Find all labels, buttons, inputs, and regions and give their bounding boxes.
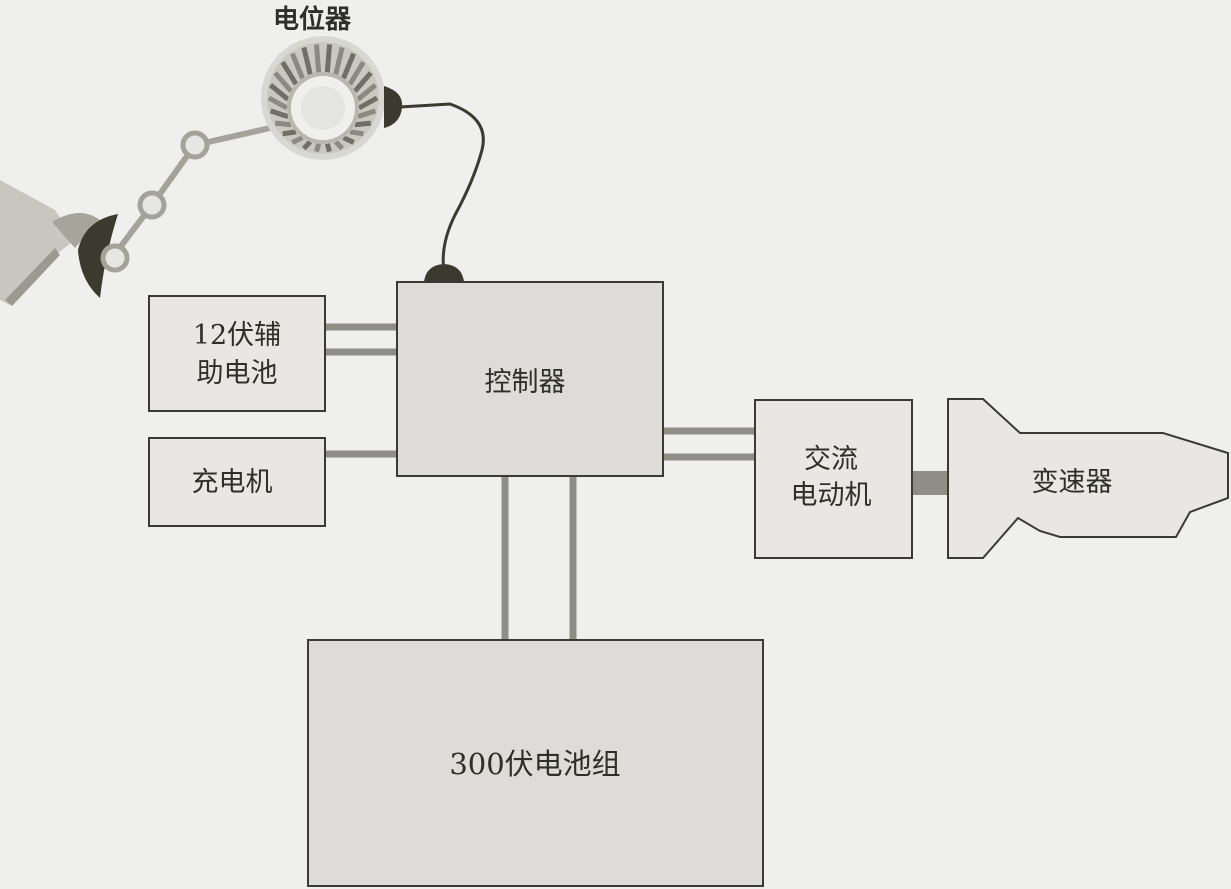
aux-battery-box	[148, 295, 326, 412]
potentiometer-tick	[354, 120, 372, 128]
battery-pack-label: 300伏电池组	[449, 747, 620, 781]
potentiometer-label: 电位器	[273, 4, 352, 35]
potentiometer-tick	[280, 60, 299, 86]
controller-label: 控制器	[485, 367, 566, 398]
potentiometer-tick	[352, 71, 373, 93]
potentiometer-tick	[341, 52, 356, 80]
drive-shaft	[912, 471, 948, 495]
potentiometer-tick	[291, 135, 304, 145]
controller-box	[396, 281, 664, 477]
potentiometer-tick	[268, 83, 290, 102]
charger-label: 充电机	[192, 467, 273, 498]
accelerator-pedal-icon	[0, 125, 271, 306]
potentiometer-tick	[267, 95, 289, 111]
aux-battery-label-line2: 助电池	[197, 358, 278, 389]
ac-motor-box	[754, 399, 913, 559]
cable-connector	[424, 264, 464, 282]
transmission-label: 变速器	[1032, 467, 1113, 498]
potentiometer-tick	[314, 143, 322, 153]
potentiometer-tick	[324, 44, 333, 73]
potentiometer-tick	[290, 52, 305, 80]
potentiometer-tick	[273, 71, 294, 93]
potentiometer-cable	[399, 102, 485, 273]
battery-pack-box	[307, 639, 764, 887]
potentiometer-tick	[357, 108, 377, 119]
transmission-shape	[947, 398, 1229, 559]
potentiometer-tick	[342, 135, 355, 145]
potentiometer-tick	[333, 139, 344, 151]
potentiometer-tick	[357, 95, 379, 111]
potentiometer-tick	[274, 120, 292, 128]
potentiometer-tick	[333, 46, 345, 75]
ac-motor-label-line1: 交流	[804, 444, 858, 475]
charger-box	[148, 437, 326, 527]
potentiometer-tick	[349, 129, 364, 137]
potentiometer-tick	[347, 60, 366, 86]
ac-motor-label-line2: 电动机	[791, 480, 872, 511]
potentiometer-dial-icon	[261, 36, 403, 160]
potentiometer-tick	[282, 129, 297, 137]
aux-battery-label-line1: 12伏辅	[193, 320, 281, 351]
potentiometer-tick	[313, 44, 322, 73]
potentiometer-tick	[324, 143, 332, 153]
potentiometer-tick	[356, 83, 378, 102]
potentiometer-tick	[269, 108, 289, 119]
potentiometer-tick	[301, 46, 313, 75]
potentiometer-tick	[302, 139, 313, 151]
